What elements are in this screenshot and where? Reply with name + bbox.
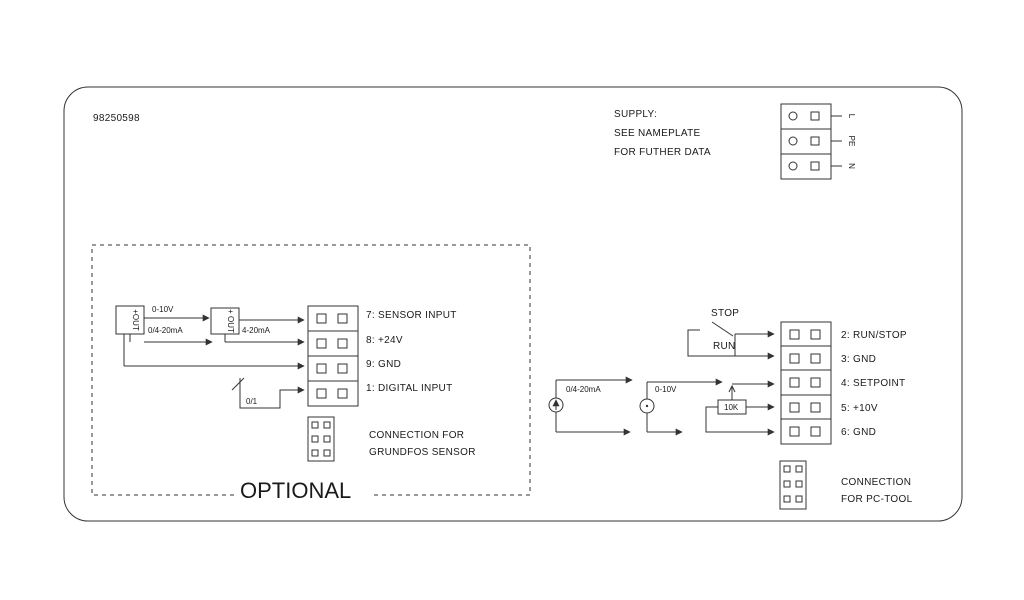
document-number: 98250598 — [93, 113, 140, 124]
sensor-2-symbol: + OUT — [226, 309, 235, 333]
terminal-8-label: 8: +24V — [366, 335, 403, 346]
pc-tool-caption-1: CONNECTION — [841, 477, 911, 488]
supply-terminal-l: L — [847, 114, 856, 119]
terminal-screw-icon — [788, 136, 798, 146]
grundfos-sensor-connector: CONNECTION FOR GRUNDFOS SENSOR — [307, 416, 476, 462]
run-label: RUN — [713, 341, 736, 352]
terminal-screw-icon — [788, 111, 798, 121]
terminal-6-label: 6: GND — [841, 427, 876, 438]
voltage-signal-label: 0-10V — [655, 385, 677, 394]
terminal-9-label: 9: GND — [366, 359, 401, 370]
sensor-1-box — [115, 305, 145, 335]
supply-line-2: SEE NAMEPLATE — [614, 128, 701, 139]
supply-terminal-block — [780, 103, 832, 180]
terminal-screw-icon — [788, 161, 798, 171]
stop-label: STOP — [711, 308, 739, 319]
signal-4-20ma-label: 4-20mA — [242, 326, 271, 335]
terminal-7-label: 7: SENSOR INPUT — [366, 310, 457, 321]
control-terminal-block: 2: RUN/STOP 3: GND 4: SETPOINT 5: +10V 6… — [780, 321, 907, 445]
signal-0-10v-label: 0-10V — [152, 305, 174, 314]
current-signal-label: 0/4-20mA — [566, 385, 601, 394]
sensor-1-symbol: +OUT — [131, 309, 140, 331]
grundfos-caption-1: CONNECTION FOR — [369, 430, 464, 441]
supply-terminal-n: N — [847, 163, 856, 169]
switch-label: 0/1 — [246, 397, 258, 406]
pc-tool-caption-2: FOR PC-TOOL — [841, 494, 913, 505]
optional-region — [91, 244, 531, 496]
sensor-2-box — [210, 307, 240, 335]
potentiometer-label: 10K — [724, 403, 739, 412]
optional-sensors: +OUT + OUT 0-10V 0/4-20mA 4-20mA 0/1 — [115, 305, 305, 409]
terminal-2-label: 2: RUN/STOP — [841, 330, 907, 341]
terminal-5-label: 5: +10V — [841, 403, 878, 414]
terminal-1-label: 1: DIGITAL INPUT — [366, 383, 452, 394]
pc-tool-connector: CONNECTION FOR PC-TOOL — [779, 460, 913, 510]
grundfos-caption-2: GRUNDFOS SENSOR — [369, 447, 476, 458]
supply-line-3: FOR FUTHER DATA — [614, 147, 711, 158]
supply-line-1: SUPPLY: — [614, 109, 657, 120]
optional-label: OPTIONAL — [240, 478, 351, 503]
diagram-frame — [63, 86, 963, 522]
signal-0-4-20ma-label: 0/4-20mA — [148, 326, 183, 335]
terminal-4-label: 4: SETPOINT — [841, 378, 905, 389]
supply-block: SUPPLY: SEE NAMEPLATE FOR FUTHER DATA L … — [614, 103, 856, 180]
supply-terminal-pe: PE — [847, 136, 856, 147]
control-wiring: STOP RUN 0/4-20mA 0-10V 10K — [548, 308, 775, 436]
optional-terminal-block: 7: SENSOR INPUT 8: +24V 9: GND 1: DIGITA… — [307, 305, 457, 407]
terminal-3-label: 3: GND — [841, 354, 876, 365]
